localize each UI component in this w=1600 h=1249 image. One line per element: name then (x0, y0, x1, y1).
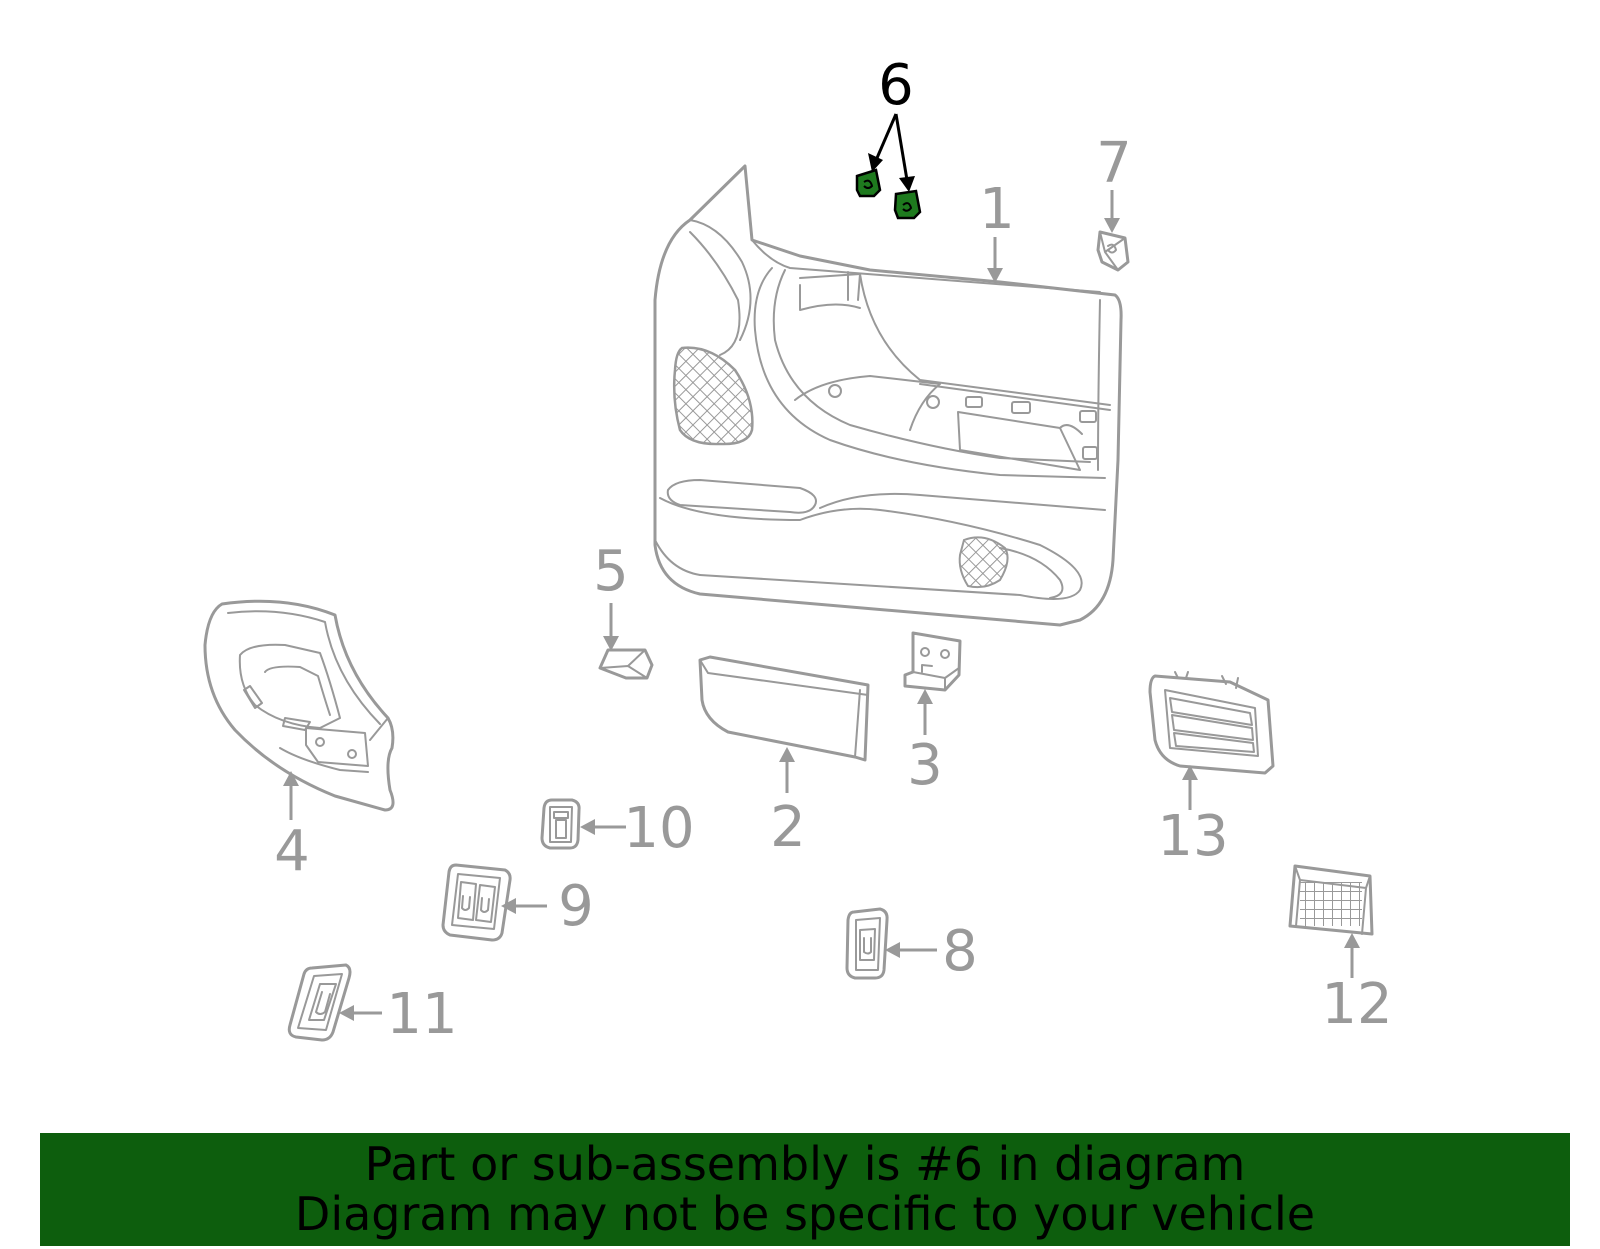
callout-13: 13 (1157, 804, 1228, 869)
switch-bezel-part-8 (845, 907, 889, 980)
lock-switch-part-10 (540, 798, 581, 850)
door-trim-panel-part-1 (653, 164, 1123, 627)
callout-2: 2 (770, 795, 806, 860)
callout-9: 9 (558, 874, 594, 939)
armrest-part-4 (203, 599, 395, 812)
clips-part-6-highlighted (855, 168, 922, 220)
callout-8: 8 (942, 919, 978, 984)
banner-line-disclaimer: Diagram may not be specific to your vehi… (294, 1187, 1316, 1241)
callout-4: 4 (274, 819, 310, 884)
callout-12: 12 (1321, 972, 1392, 1037)
callout-11: 11 (386, 982, 457, 1047)
trim-strip-part-2 (698, 655, 870, 762)
callout-6: 6 (878, 53, 914, 118)
switch-bezel-part-11 (287, 963, 352, 1042)
callout-7: 7 (1096, 131, 1132, 196)
banner-line-part-info: Part or sub-assembly is #6 in diagram (364, 1137, 1246, 1191)
callout-5: 5 (593, 539, 629, 604)
vent-bezel-part-13 (1148, 671, 1275, 775)
leader-arrows (283, 190, 1360, 1021)
callout-3: 3 (907, 733, 943, 798)
bracket-part-3 (903, 631, 962, 692)
callout-10: 10 (623, 796, 694, 861)
leader-arrows-part-6 (868, 113, 915, 192)
info-banner: Part or sub-assembly is #6 in diagram Di… (40, 1133, 1570, 1246)
double-switch-bezel-part-9 (441, 863, 512, 942)
grille-part-12 (1288, 864, 1374, 936)
clip-part-5 (598, 648, 654, 680)
callout-1: 1 (979, 177, 1015, 242)
clip-part-7 (1096, 230, 1130, 272)
